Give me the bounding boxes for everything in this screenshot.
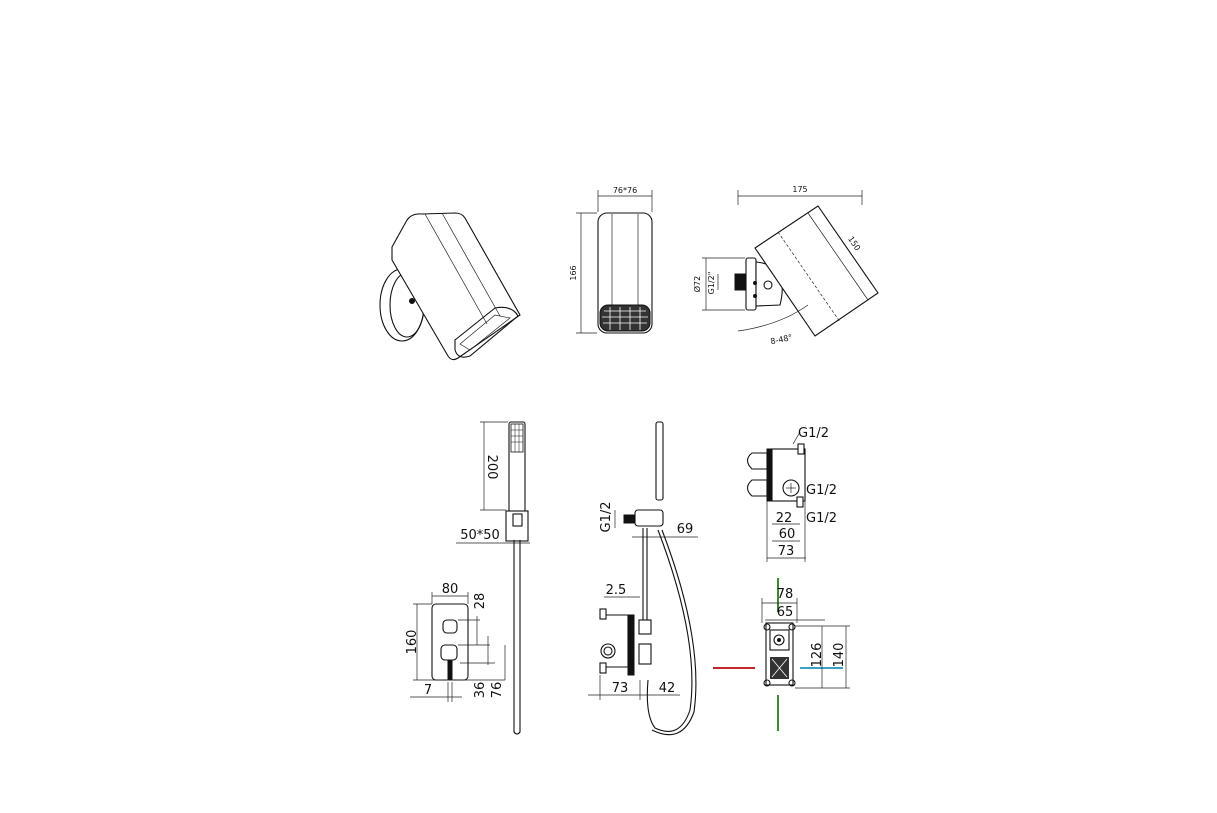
side-thread-label: G1/2" <box>707 272 716 295</box>
mixer-front-view: 80 28 160 7 36 76 <box>405 582 506 702</box>
hand-shower-length-label: 200 <box>484 455 499 480</box>
mixer-width-label: 80 <box>442 582 459 597</box>
valve-body-side-view: G1/2 G1/2 G1/2 22 60 73 <box>746 426 837 562</box>
hand-shower-front-view: 200 50*50 <box>456 421 530 735</box>
stem-width-label: 7 <box>424 683 432 698</box>
valve-dim-73: 73 <box>778 544 795 559</box>
mixer-height-label: 160 <box>405 630 420 655</box>
bottom-dim-label: 76 <box>490 682 505 699</box>
valve-mid-thread-label: G1/2 <box>806 483 837 498</box>
bracket-size-label: 50*50 <box>460 528 500 543</box>
front-width-label: 76*76 <box>613 186 637 195</box>
valve-top-thread-label: G1/2 <box>798 426 829 441</box>
mixer-depth-label: 73 <box>612 681 629 696</box>
shower-head-front-view: 76*76 166 <box>569 186 653 334</box>
lever-gap-label: 28 <box>473 593 488 610</box>
valve-dim-140: 140 <box>832 643 847 668</box>
outlet-projection-label: 69 <box>677 522 694 537</box>
mixer-side-view: G1/2 69 2.5 73 42 <box>588 421 698 736</box>
valve-dim-126: 126 <box>810 643 825 668</box>
plate-thickness-label: 2.5 <box>606 583 627 598</box>
valve-dim-65: 65 <box>777 605 794 620</box>
valve-dim-78: 78 <box>777 587 794 602</box>
side-length-label: 175 <box>792 185 807 194</box>
mixer-projection-label: 42 <box>659 681 676 696</box>
valve-body-front-view: 78 65 126 140 <box>713 578 850 731</box>
elbow-thread-label: G1/2 <box>599 502 614 533</box>
shower-head-perspective <box>379 212 521 361</box>
valve-dim-60: 60 <box>779 527 796 542</box>
tilt-angle-label: 8-48° <box>770 333 794 346</box>
flange-diameter-label: Ø72 <box>692 276 702 292</box>
shower-head-side-view: 175 150 Ø72 G1/2" 8-48° <box>692 185 879 346</box>
valve-dim-22: 22 <box>776 511 793 526</box>
valve-bottom-thread-label: G1/2 <box>806 511 837 526</box>
front-height-label: 166 <box>569 265 578 280</box>
lower-dim-label: 36 <box>473 682 488 699</box>
